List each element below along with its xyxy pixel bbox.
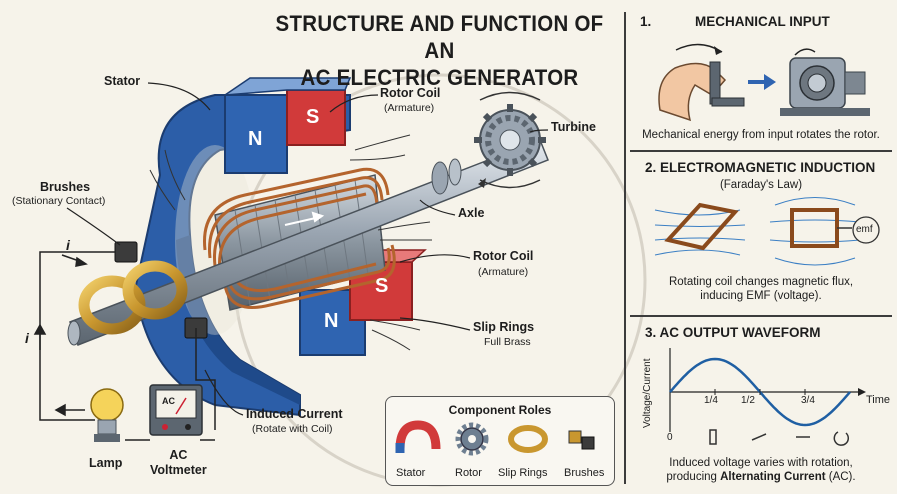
label-rotor-coil-top: Rotor Coil [380,86,441,100]
magnet-n-bottom: N [324,310,339,332]
ring-icon [508,425,548,453]
waveform-tick-half: 1/2 [741,395,755,406]
caption-bold: Alternating Current [720,471,826,483]
leader-lines [66,82,549,416]
waveform-ticks [714,389,806,395]
label-turbine: Turbine [551,120,596,134]
legend-icons [395,420,595,456]
waveform-x-axis-label: Time [866,394,891,406]
label-induced-current-sub: (Rotate with Coil) [252,423,333,435]
panel1-number: 1. [640,14,652,29]
label-lamp: Lamp [89,456,123,470]
legend-item-brushes: Brushes [564,467,605,479]
panel3-heading: 3. AC OUTPUT WAVEFORM [645,325,821,340]
label-rotor-coil-bottom: Rotor Coil [473,249,534,263]
current-label-top: i [66,237,70,253]
caption-post: (AC). [825,471,856,483]
title-line1: STRUCTURE AND FUNCTION OF AN [275,11,604,63]
panel-divider-2 [630,315,892,317]
panel2-heading: 2. ELECTROMAGNETIC INDUCTION [645,160,876,175]
gear-icon [455,422,489,456]
current-arrows [33,254,88,417]
current-label-left: i [25,330,29,346]
legend-title: Component Roles [448,403,552,417]
magnet-s-top: S [306,106,320,128]
legend-item-rotor: Rotor [455,467,482,479]
label-brushes: Brushes [40,180,91,194]
legend-item-stator: Stator [396,467,426,479]
label-axle: Axle [458,206,485,220]
turbine-gear [474,91,546,189]
brush-block-icon [568,430,595,450]
label-brushes-sub: (Stationary Contact) [12,195,106,207]
label-voltmeter: AC Voltmeter [150,448,207,477]
magnet-top [222,77,352,174]
panel2-subheading: (Faraday's Law) [719,179,803,191]
tilted-coil-icon [664,202,739,251]
title-line2: AC ELECTRIC GENERATOR [300,65,579,90]
generator-unit-icon [780,48,870,116]
magnet-s-bottom: S [375,275,389,297]
field-lines [149,134,432,351]
coil-position-icons [709,429,850,446]
caption-pre: producing [666,471,721,483]
hand-crank-icon [658,43,745,122]
panel1-caption: Mechanical energy from input rotates the… [642,129,880,141]
rotor-coil [203,167,396,309]
flux-lines [654,197,861,266]
flat-coil-icon [790,208,852,248]
panel1-heading: MECHANICAL INPUT [695,14,830,29]
slip-rings [78,260,188,335]
label-induced-current: Induced Current [246,407,343,421]
label-slip-rings: Slip Rings [473,320,535,334]
legend-item-slip-rings: Slip Rings [498,467,548,479]
label-rotor-coil-top-sub: (Armature) [384,102,435,114]
panel2-caption-line2: inducing EMF (voltage). [700,290,822,302]
label-slip-rings-sub: Full Brass [484,336,531,348]
page-title: STRUCTURE AND FUNCTION OF AN AC ELECTRIC… [274,10,604,91]
waveform-tick-three-quarter: 3/4 [801,395,815,406]
panel3-caption-line2: producing Alternating Current (AC). [630,470,892,484]
axle [67,139,549,346]
emf-meter-icon [852,216,880,244]
waveform-tick-quarter: 1/4 [704,395,718,406]
voltmeter-icon [149,384,203,436]
component-roles-legend: Component Roles Stator Rotor Slip Rings … [385,396,615,486]
right-arrow-icon [748,74,776,90]
panel-divider-vertical [624,12,626,484]
panel3-caption-line1: Induced voltage varies with rotation, [669,457,853,469]
lamp-icon [90,388,124,442]
panel-divider-1 [630,150,892,152]
label-rotor-coil-bottom-sub: (Armature) [478,266,529,278]
emf-label: emf [856,224,873,235]
magnet-icon [395,420,441,453]
panel2-caption-line1: Rotating coil changes magnetic flux, [668,276,854,288]
magnet-n-top: N [248,128,263,150]
waveform-tick-0: 0 [667,432,673,443]
label-stator: Stator [104,74,141,88]
voltmeter-face-label: AC [162,396,175,406]
